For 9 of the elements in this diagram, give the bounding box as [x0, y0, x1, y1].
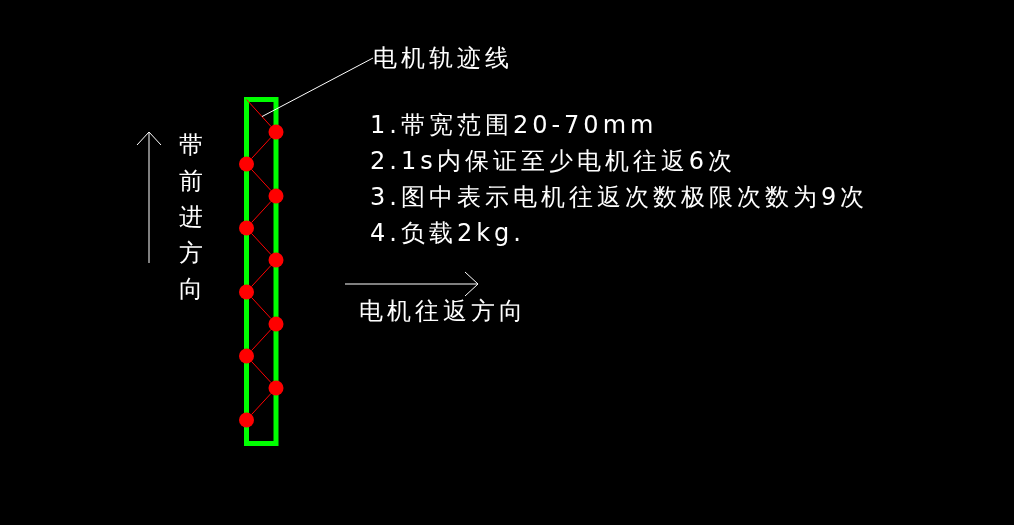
leader-line — [261, 57, 374, 118]
motor-trajectory-line — [246, 99, 272, 415]
note-text: 3.图中表示电机往返次数极限次数为9次 — [370, 182, 869, 213]
trajectory-callout-label: 电机轨迹线 — [373, 40, 513, 76]
note-text: 4.负载2kg. — [370, 218, 525, 249]
motor-direction-label: 电机往返方向 — [359, 296, 527, 327]
note-text: 2.1s内保证至少电机往返6次 — [370, 146, 736, 177]
note-text: 1.带宽范围20-70mm — [370, 110, 658, 141]
belt-direction-label: 带前进方向 — [179, 130, 203, 305]
